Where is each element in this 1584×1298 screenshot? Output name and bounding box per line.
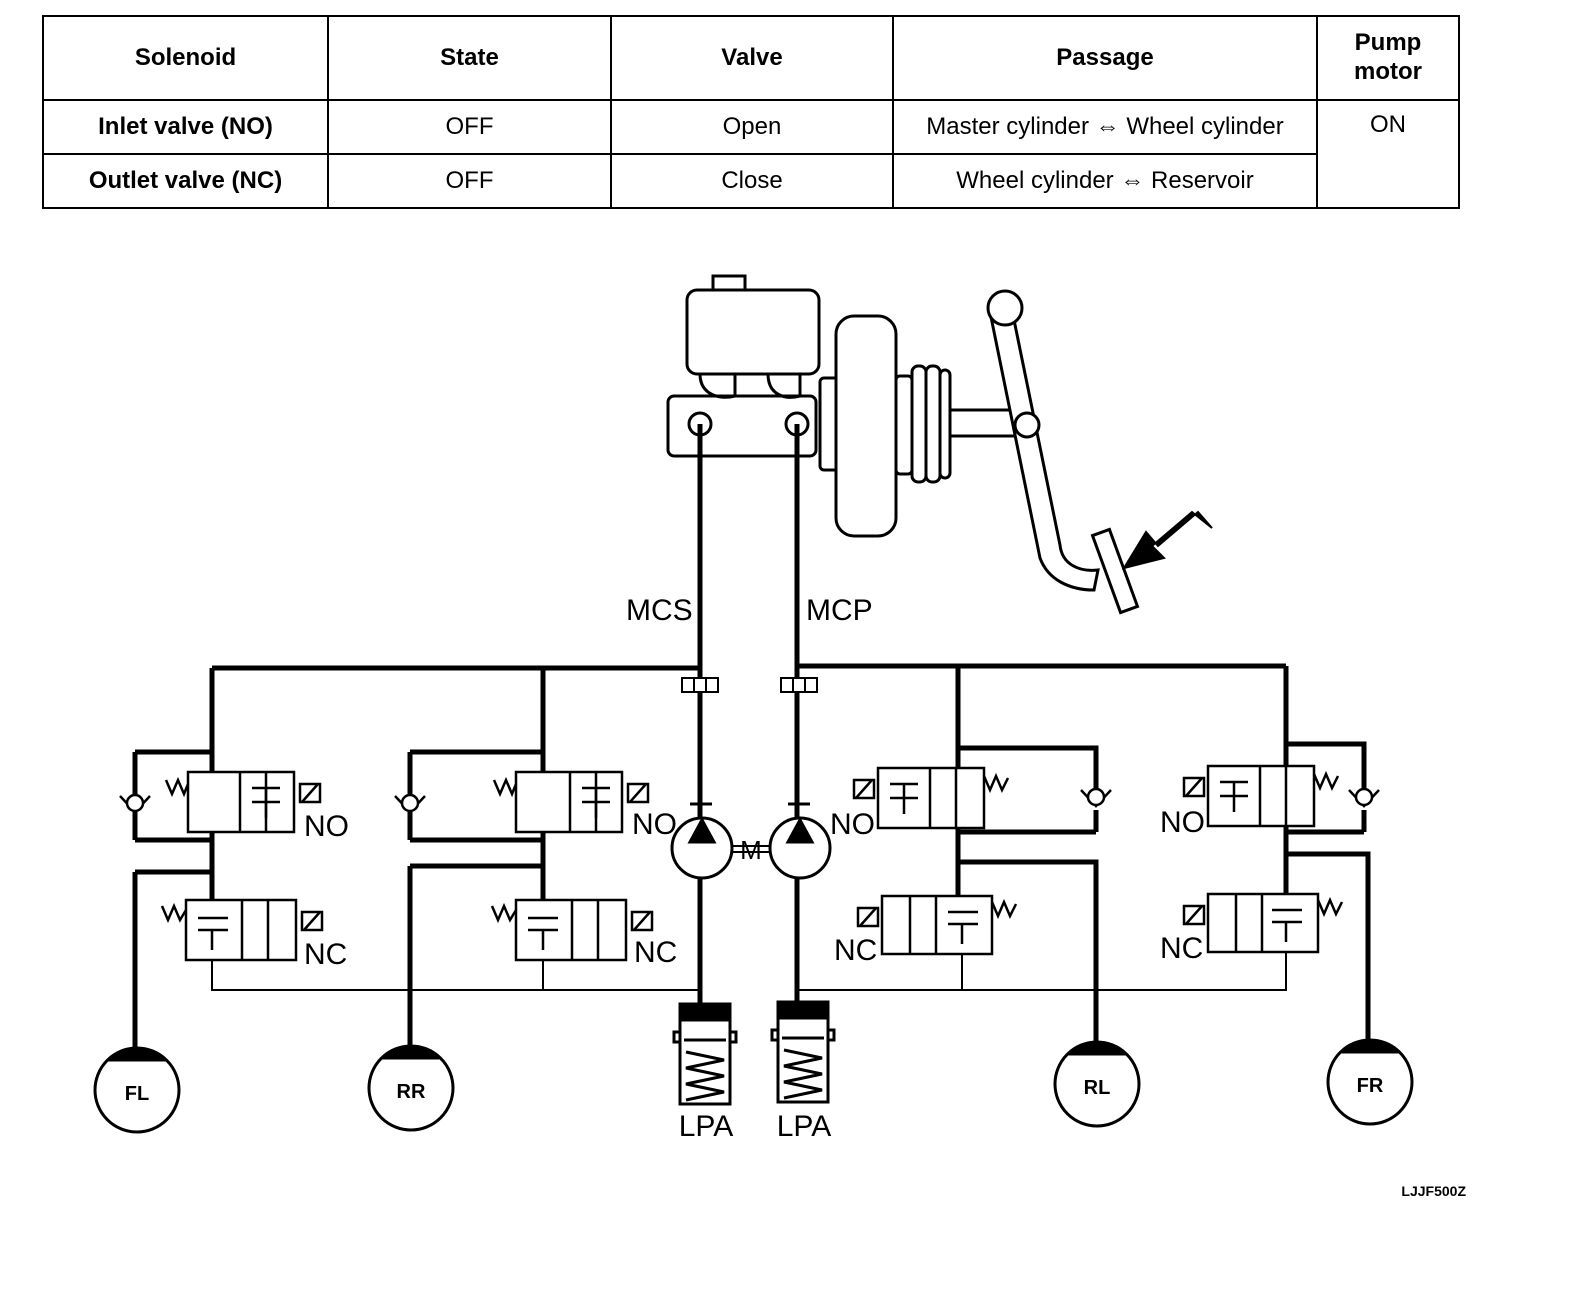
header-passage: Passage bbox=[892, 15, 1318, 101]
cell-valve-inlet: Open bbox=[610, 99, 894, 155]
cell-state-outlet: OFF bbox=[327, 153, 612, 209]
wheel-cylinder-rl bbox=[1053, 1040, 1141, 1128]
cell-valve-outlet: Close bbox=[610, 153, 894, 209]
outlet-valve-rr bbox=[490, 898, 654, 962]
label-no-fr: NO bbox=[1160, 806, 1205, 839]
main-hydraulic-lines bbox=[132, 424, 1371, 1048]
pump-secondary bbox=[768, 802, 832, 880]
label-wheel-rl: RL bbox=[1084, 1077, 1111, 1099]
cell-pump-motor: ON bbox=[1316, 99, 1460, 209]
label-motor: M bbox=[740, 835, 762, 865]
cell-passage-inlet: Master cylinder ⇔ Wheel cylinder bbox=[892, 99, 1318, 155]
table-row: Inlet valve (NO) OFF Open Master cylinde… bbox=[42, 99, 1460, 209]
lpa-secondary bbox=[770, 1000, 836, 1104]
pump-shaft bbox=[732, 845, 770, 853]
label-lpa-secondary: LPA bbox=[777, 1110, 831, 1143]
solenoid-state-table: Solenoid State Valve Passage Pump motor … bbox=[42, 15, 1460, 209]
label-nc-fr: NC bbox=[1160, 932, 1203, 965]
inlet-valve-rl bbox=[852, 766, 1010, 830]
label-wheel-fr: FR bbox=[1357, 1075, 1384, 1097]
label-wheel-fl: FL bbox=[125, 1083, 149, 1105]
header-state: State bbox=[327, 15, 612, 101]
figure-code: LJJF500Z bbox=[1401, 1183, 1466, 1199]
outlet-valve-fl bbox=[160, 898, 324, 962]
return-lines bbox=[211, 950, 1287, 991]
header-solenoid: Solenoid bbox=[42, 15, 329, 101]
wheel-cylinder-fr bbox=[1326, 1038, 1414, 1126]
header-pump-motor: Pump motor bbox=[1316, 15, 1460, 101]
inlet-valve-fr bbox=[1182, 764, 1340, 828]
check-valve-icon bbox=[119, 787, 1380, 814]
label-no-fl: NO bbox=[304, 810, 349, 843]
wheel-cylinder-rr bbox=[367, 1044, 455, 1132]
label-mcs: MCS bbox=[626, 594, 693, 627]
inlet-valve-fl bbox=[164, 770, 322, 834]
label-nc-fl: NC bbox=[304, 938, 347, 971]
wheel-cylinder-fl bbox=[93, 1046, 181, 1134]
press-arrow-icon bbox=[1121, 510, 1213, 570]
label-lpa-primary: LPA bbox=[679, 1110, 733, 1143]
outlet-valve-fr bbox=[1182, 892, 1344, 954]
label-no-rl: NO bbox=[830, 808, 875, 841]
label-mcp: MCP bbox=[806, 594, 873, 627]
cell-passage-outlet: Wheel cylinder ⇔ Reservoir bbox=[892, 153, 1318, 209]
pump-primary bbox=[670, 802, 734, 880]
outlet-valve-rl bbox=[856, 894, 1018, 956]
cell-state-inlet: OFF bbox=[327, 99, 612, 155]
cell-solenoid-inlet: Inlet valve (NO) bbox=[42, 99, 329, 155]
restrictor-icon bbox=[681, 677, 818, 693]
table-header-row: Solenoid State Valve Passage Pump motor bbox=[42, 15, 1460, 101]
label-nc-rl: NC bbox=[834, 934, 877, 967]
label-no-rr: NO bbox=[632, 808, 677, 841]
table-row: Outlet valve (NC) OFF Close Wheel cylind… bbox=[42, 153, 1459, 209]
label-wheel-rr: RR bbox=[397, 1081, 426, 1103]
lpa-primary bbox=[672, 1002, 738, 1106]
inlet-valve-rr bbox=[492, 770, 650, 834]
header-valve: Valve bbox=[610, 15, 894, 101]
brake-pedal bbox=[986, 289, 1140, 615]
label-nc-rr: NC bbox=[634, 936, 677, 969]
cell-solenoid-outlet: Outlet valve (NC) bbox=[42, 153, 329, 209]
